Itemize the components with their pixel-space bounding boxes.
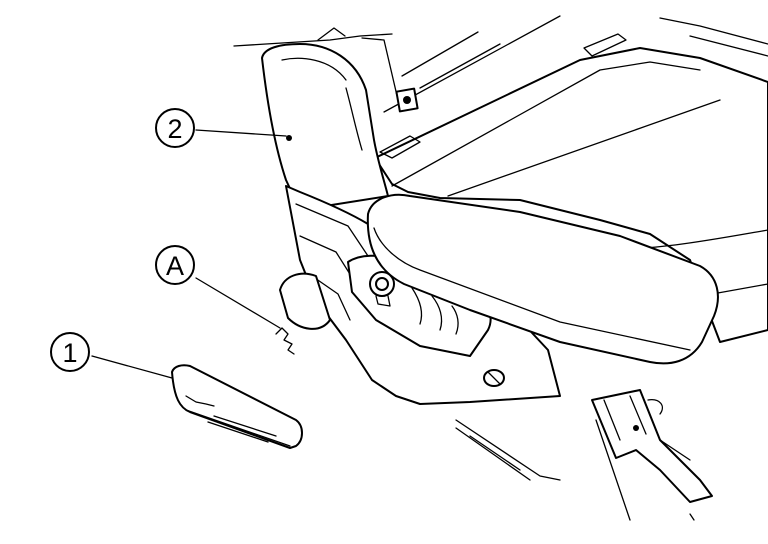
callout-a-label: A: [166, 251, 184, 281]
callout-1: 1: [50, 332, 90, 372]
mounting-bracket: [395, 87, 419, 113]
callout-2: 2: [155, 108, 195, 148]
leader-line-2: [195, 129, 287, 137]
armrest: [366, 193, 719, 365]
callout-a: A: [155, 245, 195, 285]
seat-back-cover: [261, 43, 389, 211]
leader-lines: [91, 129, 287, 379]
callout-1-label: 1: [62, 338, 77, 368]
callout-2-label: 2: [167, 114, 182, 144]
seat-track: [455, 389, 713, 521]
leader-line-1: [91, 355, 173, 379]
clip-a: [275, 327, 295, 355]
side-cover-part: [171, 364, 303, 449]
seat-cushion: [374, 33, 768, 343]
leader-line-a: [195, 277, 281, 329]
seat-adjuster-panel: [347, 254, 505, 387]
